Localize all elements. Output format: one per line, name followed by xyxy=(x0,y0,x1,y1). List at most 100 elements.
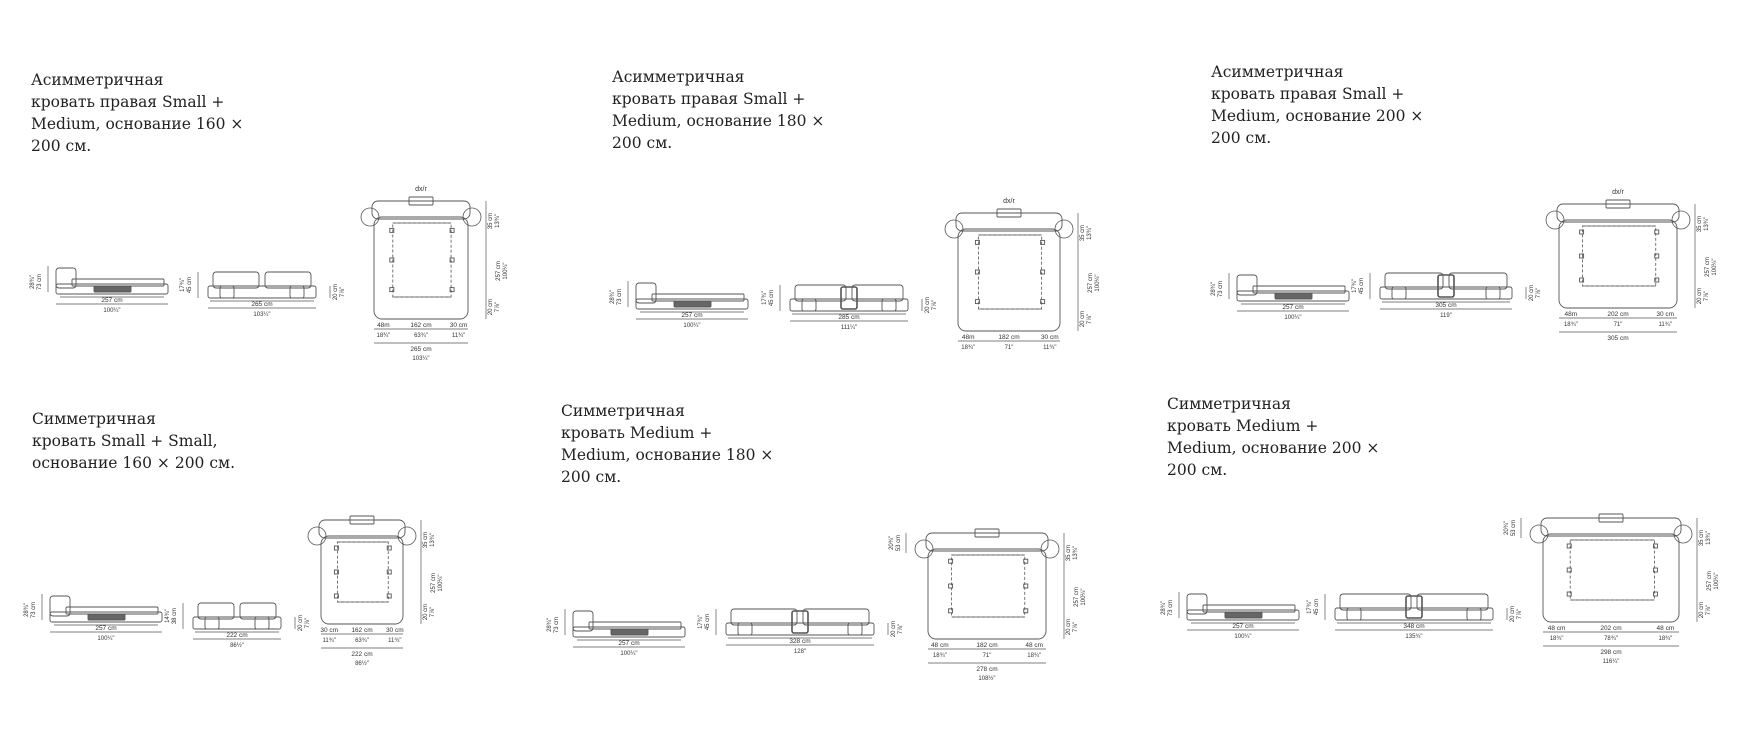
plan-mid-cm: 182 cm xyxy=(976,642,997,649)
title-line: кровать Medium + xyxy=(1167,417,1319,435)
front-leg-in: 7⅞" xyxy=(340,287,346,297)
plan-right-in: 11¾" xyxy=(388,638,401,644)
front-side-block-right xyxy=(254,616,270,630)
side-drawer xyxy=(610,628,649,636)
plan-left-cm: 48m xyxy=(1564,311,1577,318)
front-width-in: 111¼" xyxy=(841,325,857,331)
plan-mid-in: 71" xyxy=(983,653,992,659)
front-cushion-right xyxy=(1448,272,1508,290)
plan-slat-marker xyxy=(1566,591,1572,597)
plan-top-cm: 35 cm xyxy=(1080,225,1086,241)
front-width-in: 103¼" xyxy=(253,312,270,318)
plan-left-in: 18¾" xyxy=(376,333,390,339)
plan-right-in: 11¾" xyxy=(1043,345,1056,351)
front-center-panel xyxy=(1437,274,1455,298)
plan-slat-marker xyxy=(1023,608,1029,614)
plan-total-in: 108½" xyxy=(978,675,995,682)
title-line: Асимметричная xyxy=(1211,63,1344,81)
plan-slat-marker xyxy=(948,558,954,564)
block-6-title: Симметричная кровать Medium + Medium, ос… xyxy=(1167,393,1379,481)
title-line: 200 см. xyxy=(561,468,622,486)
front-height-cm: 45 cm xyxy=(769,290,775,306)
plan-right-cm: 48 cm xyxy=(1657,625,1675,632)
front-height-in: 17¾" xyxy=(1307,600,1313,614)
front-height-cm: 38 cm xyxy=(172,608,178,624)
title-line: кровать Small + Small, xyxy=(32,432,218,450)
front-cushion-right xyxy=(851,284,904,302)
plan-slat-marker xyxy=(1654,229,1660,235)
side-base xyxy=(572,626,686,638)
plan-frame xyxy=(1558,219,1678,309)
front-base xyxy=(207,285,317,299)
front-height-in: 14¾" xyxy=(165,609,171,623)
title-line: Асимметричная xyxy=(612,68,745,86)
plan-slat-marker xyxy=(974,299,980,305)
plan-left-in: 11¾" xyxy=(323,638,336,644)
title-line: 200 см. xyxy=(612,134,673,152)
plan-nightstand-right xyxy=(1054,219,1074,239)
front-center-panel xyxy=(1405,595,1423,619)
plan-left-cm: 48 cm xyxy=(1548,625,1566,632)
front-side-block-left xyxy=(737,622,753,636)
side-headboard xyxy=(49,595,71,617)
plan-left-cm: 48m xyxy=(377,322,390,329)
side-base xyxy=(49,611,163,623)
front-width-in: 119" xyxy=(1440,313,1452,319)
plan-slat-marker xyxy=(1579,253,1585,259)
plan-depth-in: 100¼" xyxy=(438,574,444,591)
front-leg-in: 7⅞" xyxy=(932,300,938,310)
title-line: 200 см. xyxy=(31,137,92,155)
plan-depth-cm: 257 cm xyxy=(1088,273,1094,293)
plan-top-cm: 35 cm xyxy=(1066,545,1072,561)
front-cushion-right xyxy=(264,271,312,289)
plan-head-cm: 53 cm xyxy=(896,535,902,551)
side-mattress xyxy=(1252,285,1346,294)
front-base xyxy=(1379,286,1513,300)
plan-headboard xyxy=(925,532,1049,552)
plan-total-cm: 298 cm xyxy=(1600,649,1621,656)
side-base xyxy=(1236,290,1350,302)
front-base xyxy=(789,298,909,312)
plan-slat-marker xyxy=(1653,567,1658,573)
front-side-block-right xyxy=(847,622,863,636)
plan-depth-in: 100¼" xyxy=(1081,588,1087,605)
plan-tag: dx/r xyxy=(1003,198,1015,205)
side-width-cm: 257 cm xyxy=(95,625,116,632)
plan-bottom-cm: 20 cm xyxy=(1699,602,1705,618)
front-cushion-left xyxy=(1384,272,1444,290)
plan-bottom-in: 7⅞" xyxy=(1087,314,1093,324)
front-side-block-right xyxy=(1485,286,1501,300)
plan-slat-marker xyxy=(1566,543,1572,549)
plan-headboard-center xyxy=(349,515,375,525)
plan-mid-in: 63¾" xyxy=(414,333,428,339)
plan-tag: dx/r xyxy=(1612,189,1624,196)
front-side-block-left xyxy=(1346,607,1362,621)
plan-headboard xyxy=(955,212,1063,232)
side-mattress xyxy=(71,278,165,287)
front-cushion-right xyxy=(1416,593,1489,611)
plan-mattress xyxy=(1569,539,1655,601)
plan-nightstand-right xyxy=(397,526,417,546)
side-height-in: 28¾" xyxy=(24,603,30,617)
front-width-cm: 305 cm xyxy=(1435,302,1456,309)
front-side-block-left xyxy=(219,285,235,299)
side-width-in: 100¼" xyxy=(683,323,700,329)
plan-total-in: 116¼" xyxy=(1603,659,1620,665)
side-drawer xyxy=(93,285,132,293)
front-cushion-left xyxy=(730,608,798,626)
plan-mid-in: 71" xyxy=(1005,345,1014,351)
side-base xyxy=(55,283,169,295)
plan-depth-cm: 257 cm xyxy=(496,261,502,281)
plan-head-cm: 53 cm xyxy=(1511,520,1517,536)
plan-top-in: 13¾" xyxy=(1073,546,1079,560)
front-leg-cm: 20 cm xyxy=(1510,606,1516,622)
plan-mid-cm: 202 cm xyxy=(1607,311,1628,318)
plan-mid-cm: 162 cm xyxy=(410,322,431,329)
front-leg-in: 7⅞" xyxy=(898,624,904,634)
plan-mid-cm: 202 cm xyxy=(1600,625,1621,632)
plan-mid-in: 63¾" xyxy=(355,638,369,644)
